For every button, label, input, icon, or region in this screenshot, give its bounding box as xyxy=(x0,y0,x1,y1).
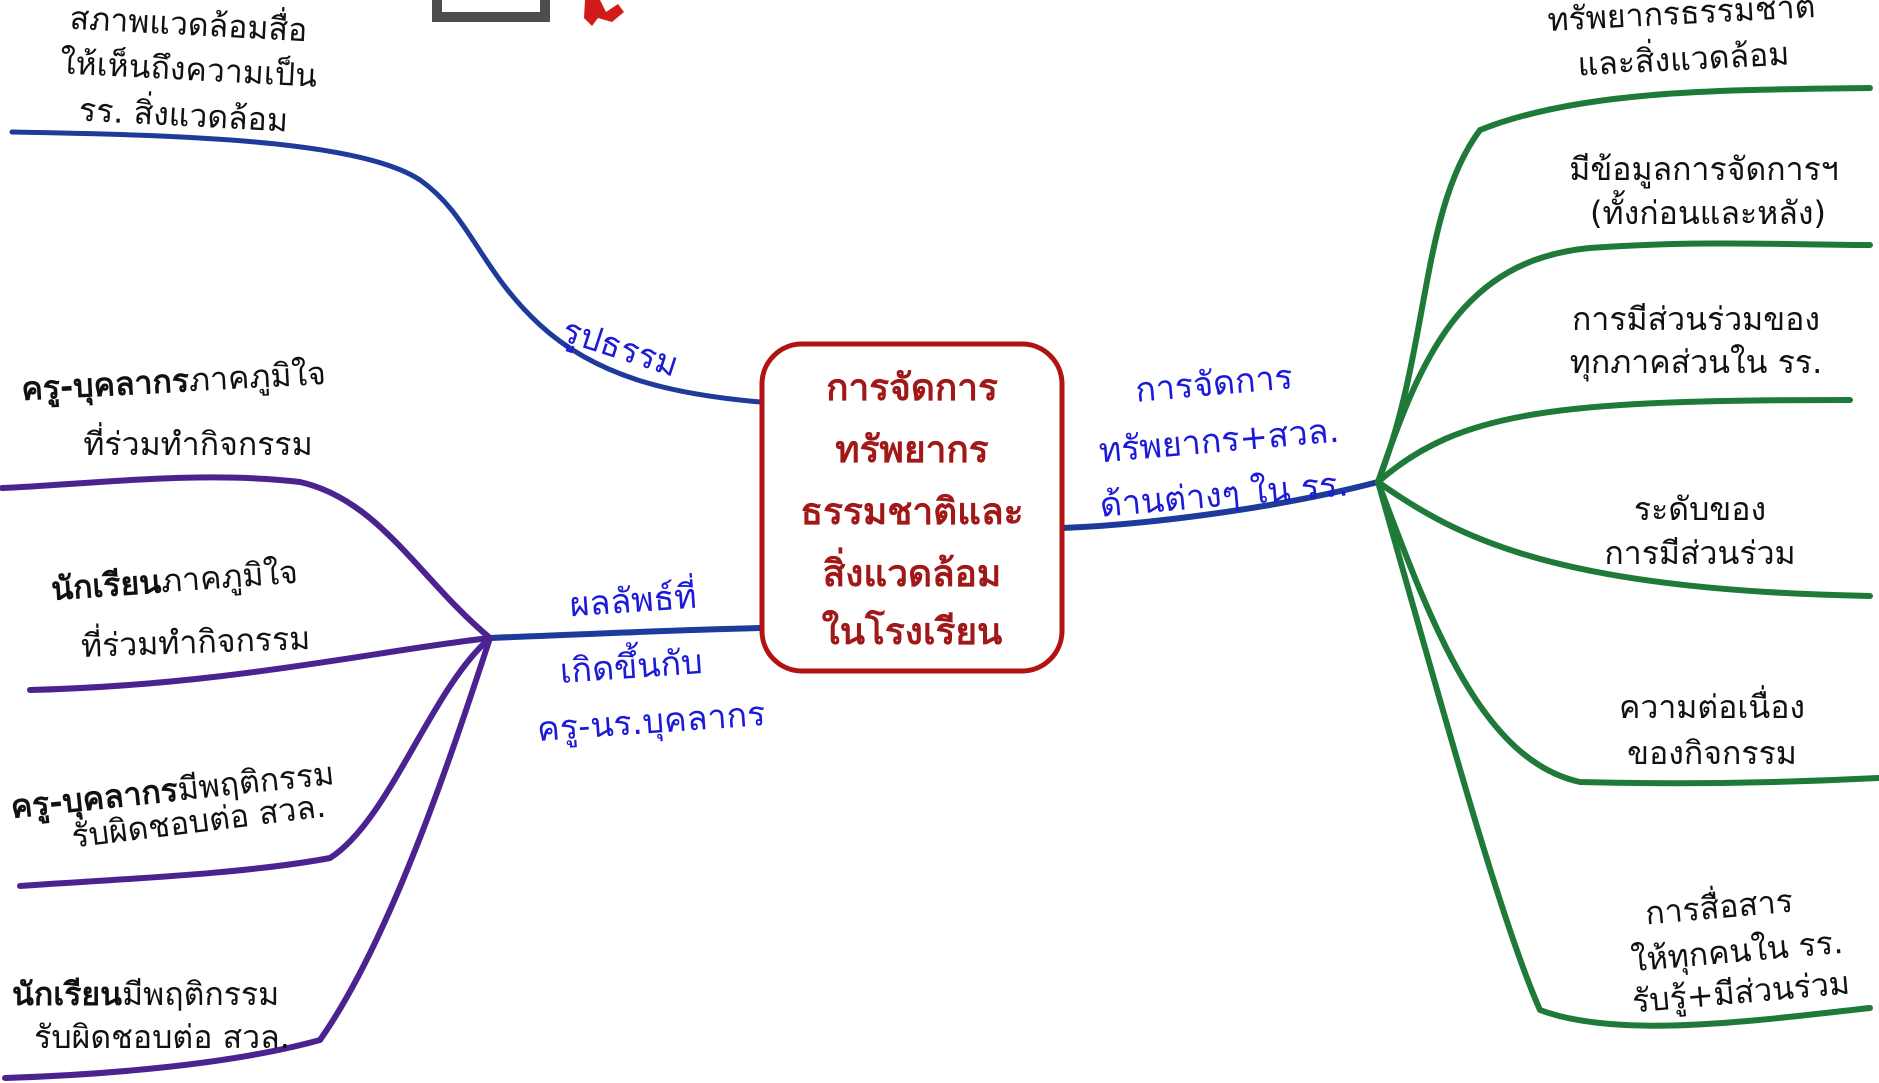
leaf-text-line: รร. สิ่งแวดล้อม xyxy=(78,88,289,140)
branch-label-outcomes-line: ครู-นร.บุคลากร xyxy=(536,694,767,750)
leaf-text-line: การสื่อสาร xyxy=(1643,879,1794,933)
branch-outcomes-line xyxy=(487,625,763,641)
leaf-text-line: การมีส่วนร่วม xyxy=(1604,534,1795,572)
branch-label-outcomes-line: ผลลัพธ์ที่ xyxy=(568,573,698,626)
leaf-branch-left-3 xyxy=(17,635,493,889)
branch-label-management: การจัดการ ทรัพยากร+สวล. ด้านต่างๆ ใน รร. xyxy=(1097,357,1350,526)
leaf-management-data: มีข้อมูลการจัดการฯ (ทั้งก่อนและหลัง) xyxy=(1569,150,1838,232)
leaf-communication: การสื่อสาร ให้ทุกคนใน รร. รับรู้+มีส่วนร… xyxy=(1629,879,1851,1022)
leaf-text-line: สภาพแวดล้อมสื่อ xyxy=(69,0,309,49)
leaf-physical-environment: สภาพแวดล้อมสื่อ ให้เห็นถึงความเป็น รร. ส… xyxy=(59,0,318,139)
leaf-text-line: ของกิจกรรม xyxy=(1627,734,1797,772)
svg-text:ครู-บุคลากรภาคภูมิใจ: ครู-บุคลากรภาคภูมิใจ xyxy=(20,354,326,410)
leaf-participation-level: ระดับของ การมีส่วนร่วม xyxy=(1604,490,1795,572)
branch-management-line xyxy=(1059,479,1381,531)
leaf-branch-right-6 xyxy=(1375,479,1873,1029)
leaf-branch-right-1 xyxy=(1375,85,1873,485)
central-topic-line: ในโรงเรียน xyxy=(822,609,1003,653)
clipart-decoration-icon xyxy=(432,0,624,26)
leaf-text-line: ที่ร่วมทำกิจกรรม xyxy=(83,422,312,463)
leaf-student-pride: นักเรียนภาคภูมิใจ ที่ร่วมทำกิจกรรม xyxy=(50,553,311,665)
leaf-branch-right-2 xyxy=(1375,240,1873,485)
leaf-text-line: ทรัพยากรธรรมชาติ xyxy=(1547,0,1817,39)
leaf-text-rest: ภาคภูมิใจ xyxy=(160,553,299,601)
leaf-staff-behavior: ครู-บุคลากรมีพฤติกรรม รับผิดชอบต่อ สวล. xyxy=(9,754,336,855)
svg-text:นักเรียนภาคภูมิใจ: นักเรียนภาคภูมิใจ xyxy=(50,553,299,609)
leaf-bold-subject: นักเรียน xyxy=(50,562,163,608)
leaf-text-line: การมีส่วนร่วมของ xyxy=(1572,300,1820,338)
leaf-branch-right-4 xyxy=(1375,479,1873,599)
central-topic-box xyxy=(759,341,1065,674)
branch-physical-line xyxy=(9,129,763,405)
leaf-bold-subject: นักเรียน xyxy=(12,975,122,1013)
leaf-branch-right-3 xyxy=(1375,397,1853,485)
leaf-staff-pride: ครู-บุคลากรภาคภูมิใจ ที่ร่วมทำกิจกรรม xyxy=(20,354,326,463)
branch-label-outcomes-line: เกิดขึ้นกับ xyxy=(558,637,704,692)
central-topic-line: การจัดการ xyxy=(826,366,998,409)
leaf-text-rest: มีพฤติกรรม xyxy=(122,975,279,1013)
branch-label-management-line: การจัดการ xyxy=(1134,357,1295,411)
branch-label-outcomes: ผลลัพธ์ที่ เกิดขึ้นกับ ครู-นร.บุคลากร xyxy=(536,573,767,750)
leaf-stakeholder-participation: การมีส่วนร่วมของ ทุกภาคส่วนใน รร. xyxy=(1570,300,1823,382)
leaf-text-line: มีข้อมูลการจัดการฯ xyxy=(1569,150,1838,189)
svg-text:นักเรียนมีพฤติกรรม: นักเรียนมีพฤติกรรม xyxy=(12,975,279,1013)
central-topic-line: สิ่งแวดล้อม xyxy=(823,547,1002,595)
leaf-activity-continuity: ความต่อเนื่อง ของกิจกรรม xyxy=(1619,685,1805,772)
central-topic-line: ทรัพยากร xyxy=(835,428,989,471)
leaf-branch-left-1 xyxy=(0,474,493,641)
leaf-text-line: ความต่อเนื่อง xyxy=(1619,685,1805,726)
leaf-student-behavior: นักเรียนมีพฤติกรรม รับผิดชอบต่อ สวล. xyxy=(12,975,290,1056)
leaf-text-line: ที่ร่วมทำกิจกรรม xyxy=(80,616,311,665)
leaf-natural-resources: ทรัพยากรธรรมชาติ และสิ่งแวดล้อม xyxy=(1547,0,1817,84)
central-topic-text: การจัดการ ทรัพยากร ธรรมชาติและ สิ่งแวดล้… xyxy=(800,366,1023,653)
leaf-text-rest: ภาคภูมิใจ xyxy=(188,354,327,400)
leaf-branch-left-2 xyxy=(27,635,493,693)
leaf-bold-subject: ครู-บุคลากร xyxy=(20,361,190,410)
leaf-branch-right-5 xyxy=(1375,479,1879,787)
leaf-text-line: ให้เห็นถึงความเป็น xyxy=(59,43,318,94)
central-topic-line: ธรรมชาติและ xyxy=(800,490,1023,533)
leaf-text-line: (ทั้งก่อนและหลัง) xyxy=(1590,190,1826,232)
leaf-text-line: ระดับของ xyxy=(1634,490,1766,528)
leaf-text-line: รับผิดชอบต่อ สวล. xyxy=(34,1018,290,1056)
branch-label-management-line: ทรัพยากร+สวล. xyxy=(1097,411,1340,472)
leaf-branch-left-4 xyxy=(2,635,493,1081)
branch-label-management-line: ด้านต่างๆ ใน รร. xyxy=(1098,464,1350,526)
leaf-text-line: และสิ่งแวดล้อม xyxy=(1576,32,1790,84)
leaf-text-line: ทุกภาคส่วนใน รร. xyxy=(1570,343,1823,382)
